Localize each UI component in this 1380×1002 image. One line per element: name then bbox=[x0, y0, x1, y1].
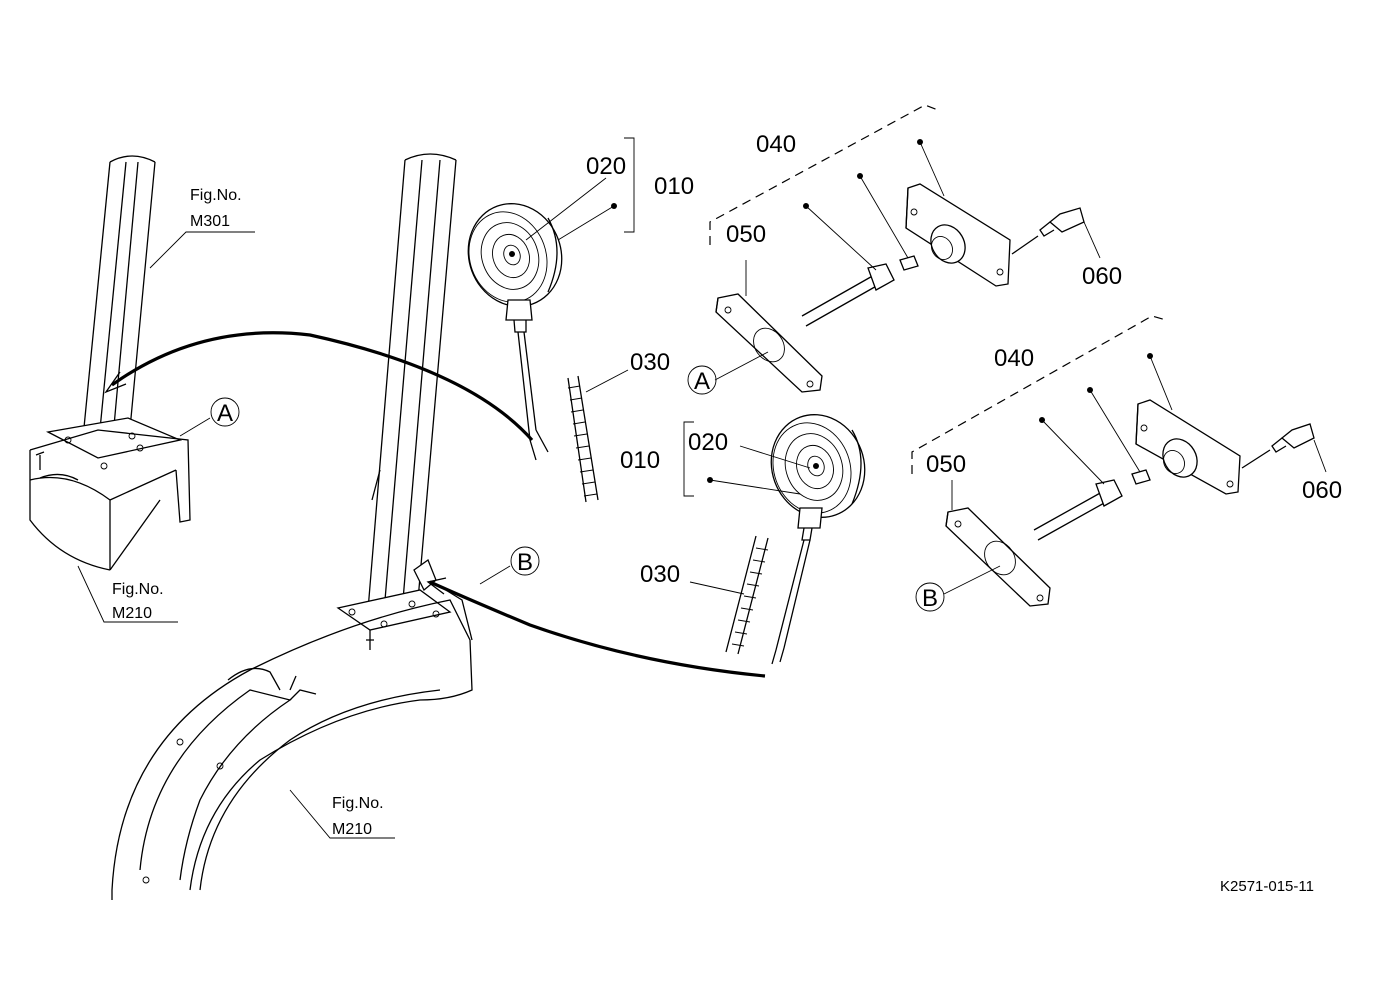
marker-a-plate: A bbox=[687, 365, 717, 395]
lower-tube bbox=[725, 535, 769, 655]
callout-050-lower: 050 bbox=[926, 451, 966, 478]
leader-010-dot-lower bbox=[709, 479, 801, 495]
fig-ref-m210-lower: Fig.No. M210 bbox=[289, 789, 395, 839]
bracket-010-upper bbox=[624, 137, 635, 233]
fig-ref-m210-lower-number: M210 bbox=[332, 821, 372, 838]
callout-050-upper: 050 bbox=[726, 221, 766, 248]
marker-a-frame: A bbox=[179, 397, 240, 437]
marker-b-plate: B bbox=[915, 582, 945, 612]
upper-tube bbox=[567, 375, 599, 503]
fig-ref-m210-left-label: Fig.No. bbox=[112, 581, 164, 598]
callout-020-upper: 020 bbox=[586, 153, 626, 180]
lower-work-lamp bbox=[770, 414, 866, 665]
leader-020-upper bbox=[525, 177, 607, 241]
callout-010-lower: 010 bbox=[620, 447, 660, 474]
lower-switch-kit bbox=[911, 315, 1327, 607]
leader-010-dot-upper bbox=[557, 205, 615, 241]
marker-a-frame-text: A bbox=[217, 400, 233, 427]
upper-switch-kit bbox=[709, 104, 1101, 393]
fig-ref-m301-label: Fig.No. bbox=[190, 187, 242, 204]
callout-010-upper: 010 bbox=[654, 173, 694, 200]
leader-020-lower bbox=[739, 445, 811, 469]
leader-030-lower bbox=[689, 581, 745, 595]
upper-work-lamp bbox=[467, 203, 563, 461]
marker-b-plate-text: B bbox=[922, 585, 938, 612]
wire-route-a bbox=[104, 331, 534, 442]
callout-060-upper: 060 bbox=[1082, 263, 1122, 290]
left-rops-post bbox=[29, 155, 191, 571]
marker-a-plate-text: A bbox=[694, 368, 710, 395]
callout-020-lower: 020 bbox=[688, 429, 728, 456]
wire-route-b bbox=[426, 577, 766, 678]
callout-040-upper: 040 bbox=[756, 131, 796, 158]
marker-b-frame-text: B bbox=[517, 549, 533, 576]
marker-b-frame: B bbox=[479, 546, 540, 585]
drawing-code: K2571-015-11 bbox=[1220, 878, 1314, 895]
callout-040-lower: 040 bbox=[994, 345, 1034, 372]
leader-030-upper bbox=[585, 369, 629, 393]
fig-ref-m301: Fig.No. M301 bbox=[149, 187, 255, 269]
callout-060-lower: 060 bbox=[1302, 477, 1342, 504]
bracket-010-lower bbox=[683, 421, 694, 497]
callout-030-lower: 030 bbox=[640, 561, 680, 588]
fig-ref-m210-left-number: M210 bbox=[112, 605, 152, 622]
fig-ref-m210-lower-label: Fig.No. bbox=[332, 795, 384, 812]
middle-rops-post bbox=[111, 153, 473, 900]
callout-030-upper: 030 bbox=[630, 349, 670, 376]
fig-ref-m301-number: M301 bbox=[190, 213, 230, 230]
fig-ref-m210-left: Fig.No. M210 bbox=[77, 565, 178, 623]
